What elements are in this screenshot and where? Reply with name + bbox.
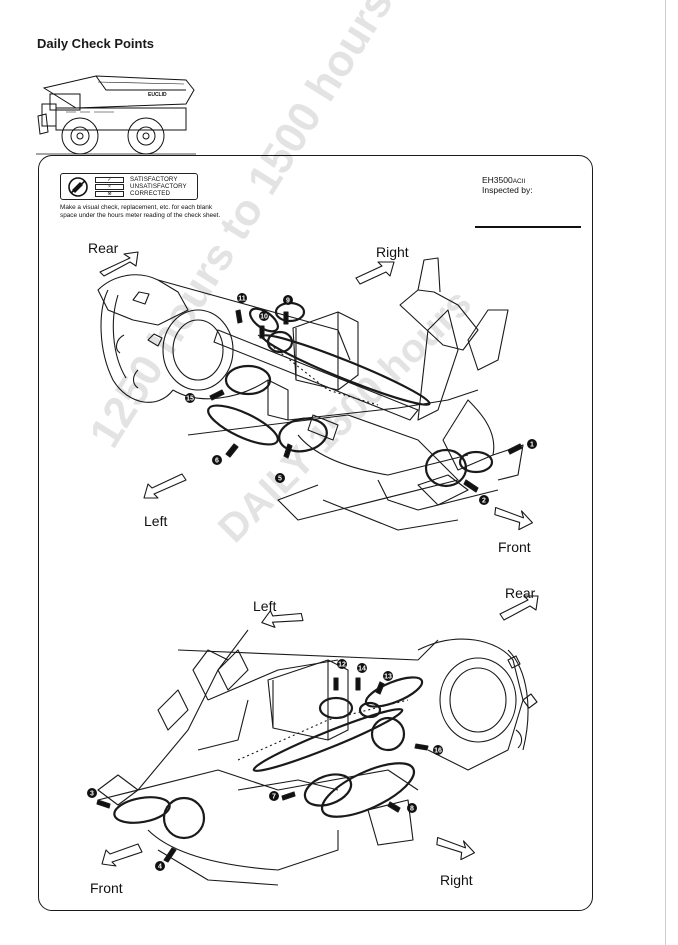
svg-text:5: 5 <box>278 476 282 483</box>
no-smoking-pencil-icon <box>68 177 88 197</box>
callout-15: 15 <box>185 393 195 403</box>
label-right: Right <box>376 244 409 260</box>
svg-text:16: 16 <box>434 748 442 755</box>
svg-text:15: 15 <box>186 396 194 403</box>
callout-13: 13 <box>383 671 393 681</box>
legend-row-corrected: ⊗ CORRECTED <box>95 190 195 198</box>
instructions-text: Make a visual check, replacement, etc. f… <box>60 204 221 219</box>
callout-1: 1 <box>527 439 537 449</box>
inspected-by-label: Inspected by: <box>482 185 533 195</box>
callout-4: 4 <box>155 861 165 871</box>
chassis-drawings: 1 2 5 6 9 10 11 15 <box>87 251 539 886</box>
inspector-signature-line <box>475 226 581 228</box>
callout-14: 14 <box>357 663 367 673</box>
svg-text:9: 9 <box>286 298 290 305</box>
label-left-lower: Left <box>253 598 277 614</box>
front-arrow-icon <box>494 506 534 531</box>
upper-chassis-view <box>97 251 534 531</box>
legend-box: ✓ SATISFACTORY × UNSATISFACTORY ⊗ CORREC… <box>60 173 198 200</box>
right-arrow-icon-lower <box>436 836 476 861</box>
svg-text:2: 2 <box>482 498 486 505</box>
lower-chassis-view <box>96 595 539 886</box>
left-arrow-icon-lower <box>261 610 304 628</box>
check-mark-icon: ✓ <box>95 177 124 183</box>
svg-text:8: 8 <box>410 806 414 813</box>
left-arrow-icon <box>143 473 187 499</box>
rear-arrow-icon <box>99 251 139 277</box>
callout-8: 8 <box>407 803 417 813</box>
legend-row-satisfactory: ✓ SATISFACTORY <box>95 176 195 184</box>
callout-9: 9 <box>283 295 293 305</box>
svg-text:14: 14 <box>358 666 366 673</box>
svg-text:13: 13 <box>384 674 392 681</box>
callout-16: 16 <box>433 745 443 755</box>
svg-text:6: 6 <box>215 458 219 465</box>
callout-11: 11 <box>237 293 247 303</box>
front-arrow-icon-lower <box>101 843 143 867</box>
svg-text:12: 12 <box>338 662 346 669</box>
cross-mark-icon: × <box>95 184 124 190</box>
callout-12: 12 <box>337 659 347 669</box>
label-front-lower: Front <box>90 880 123 896</box>
callout-10: 10 <box>259 311 269 321</box>
svg-text:EUCLID: EUCLID <box>148 92 167 98</box>
label-front: Front <box>498 539 531 555</box>
page-edge-rule <box>665 0 666 945</box>
check-diagram-frame <box>38 155 593 911</box>
label-rear-lower: Rear <box>505 585 536 601</box>
svg-text:4: 4 <box>158 864 162 871</box>
rear-arrow-icon-lower <box>499 595 539 621</box>
svg-text:3: 3 <box>90 791 94 798</box>
right-arrow-icon <box>355 261 395 285</box>
callout-7: 7 <box>269 791 279 801</box>
label-right-lower: Right <box>440 872 473 888</box>
label-rear: Rear <box>88 240 119 256</box>
svg-text:7: 7 <box>272 794 276 801</box>
corrected-mark-icon: ⊗ <box>95 191 124 197</box>
svg-text:11: 11 <box>238 296 246 303</box>
model-number: EH3500ACII <box>482 175 526 185</box>
callout-2: 2 <box>479 495 489 505</box>
callout-6: 6 <box>212 455 222 465</box>
callout-3: 3 <box>87 788 97 798</box>
svg-text:1: 1 <box>530 442 534 449</box>
svg-text:10: 10 <box>260 314 268 321</box>
legend-row-unsatisfactory: × UNSATISFACTORY <box>95 183 195 191</box>
page-title: Daily Check Points <box>37 36 155 51</box>
dump-truck-illustration: EUCLID <box>36 75 196 155</box>
callout-5: 5 <box>275 473 285 483</box>
label-left: Left <box>144 513 168 529</box>
